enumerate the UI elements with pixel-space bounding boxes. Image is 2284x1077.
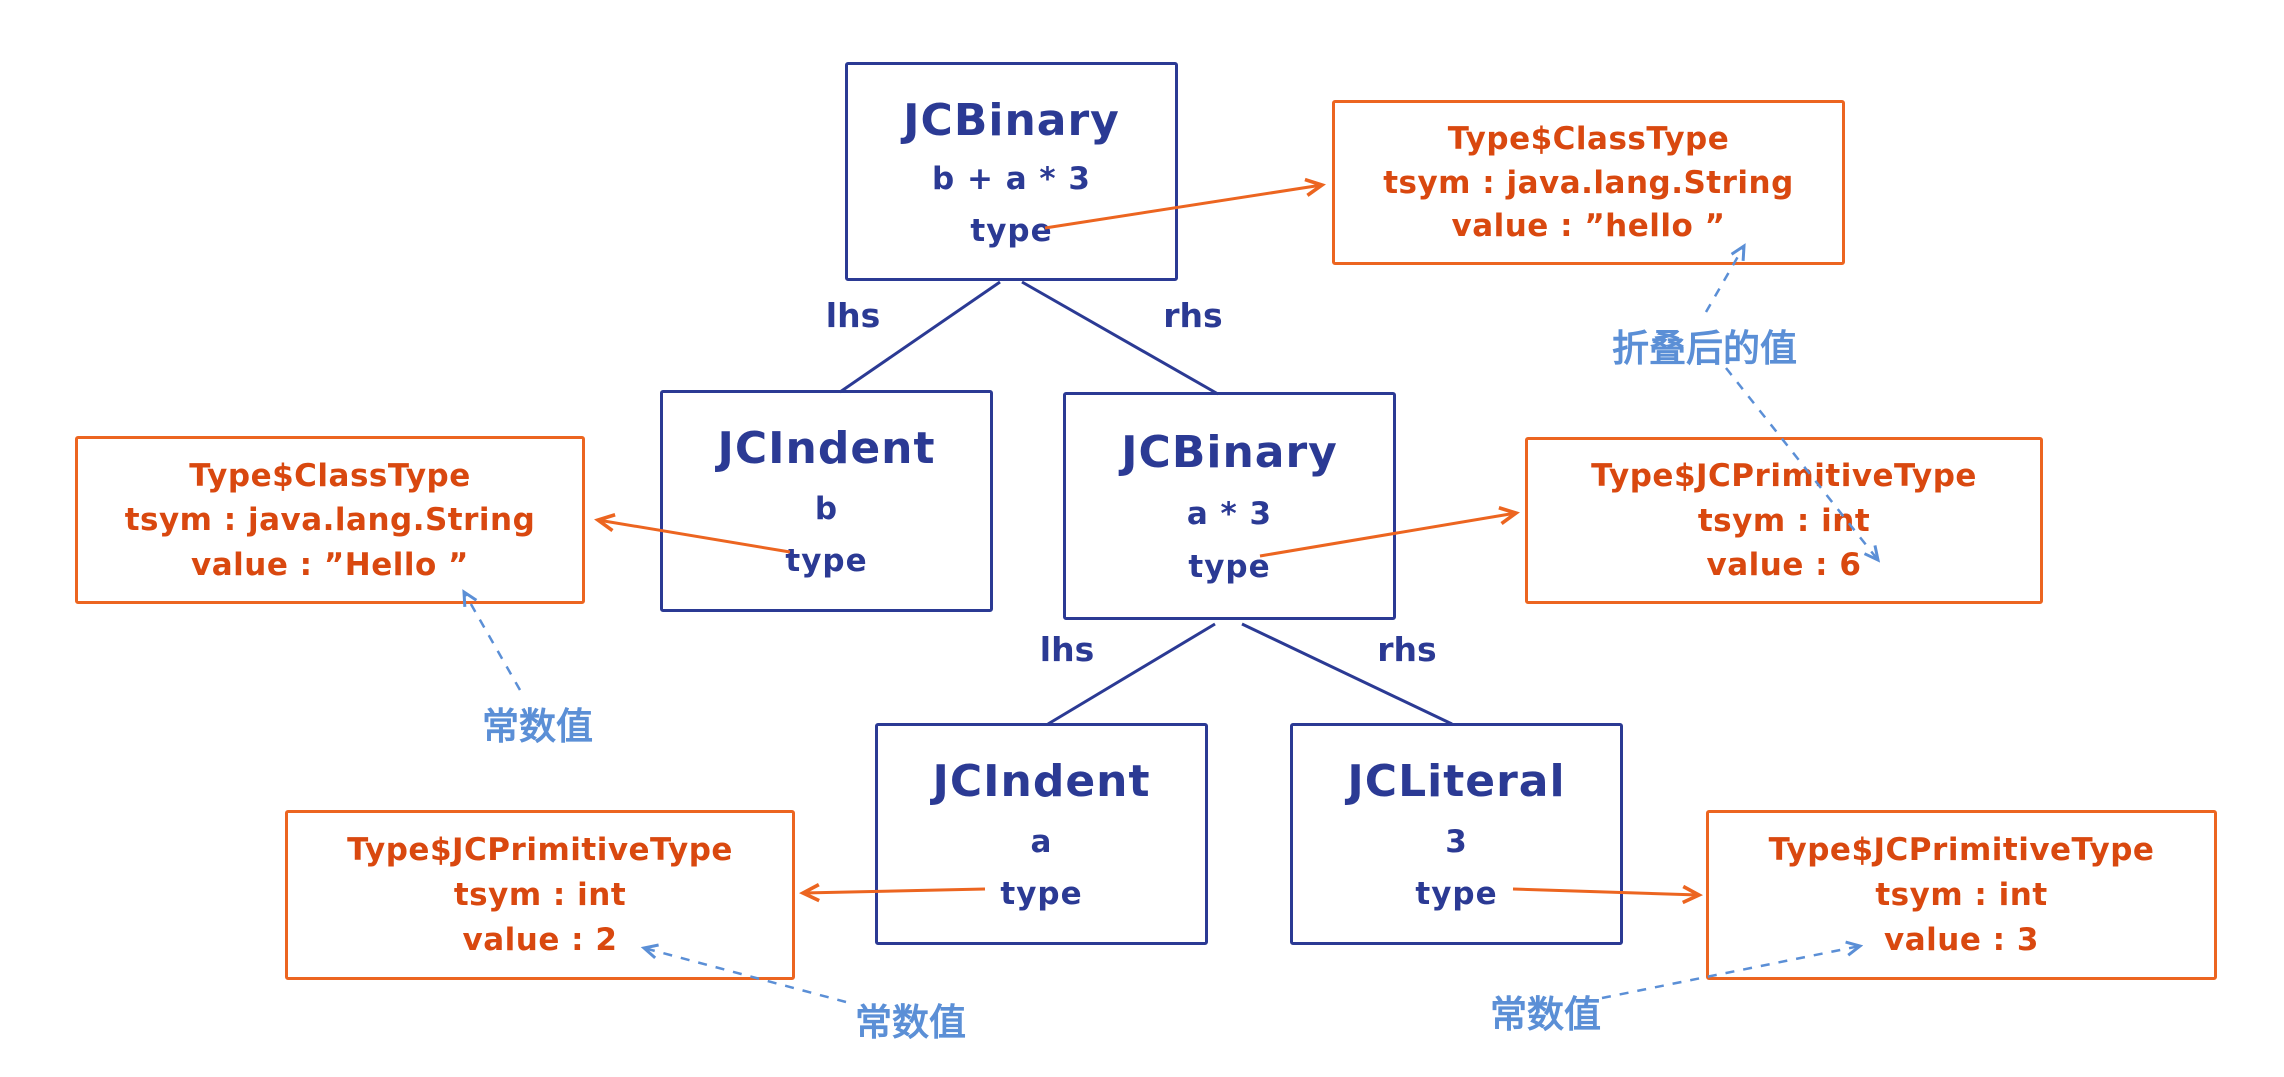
type-value: value : ”hello ” (1451, 208, 1726, 245)
type-tsym: tsym : int (1697, 502, 1871, 539)
node-expression: b (814, 490, 839, 527)
node-title: JCLiteral (1347, 756, 1566, 808)
edge-label-rhs-mid: rhs (1377, 630, 1437, 669)
edge-label-rhs-top: rhs (1163, 296, 1223, 335)
type-tsym: tsym : int (1875, 877, 2048, 913)
ast-node-jcbinary-mid: JCBinary a * 3 type (1063, 392, 1396, 620)
type-tsym: tsym : java.lang.String (124, 502, 536, 538)
ast-node-jcindent-b: JCIndent b type (660, 390, 993, 612)
ast-node-jcliteral-3: JCLiteral 3 type (1290, 723, 1623, 945)
type-title: Type$JCPrimitiveType (1591, 458, 1977, 495)
type-tsym: tsym : int (453, 877, 627, 913)
edge-label-lhs-mid: lhs (1039, 630, 1095, 669)
type-value: value : 3 (1884, 922, 2039, 958)
type-box-primitive-6: Type$JCPrimitiveType tsym : int value : … (1525, 437, 2043, 604)
node-type-field: type (970, 212, 1053, 249)
node-title: JCBinary (903, 94, 1120, 146)
type-value: value : 2 (462, 922, 618, 958)
type-title: Type$JCPrimitiveType (347, 832, 733, 868)
node-type-field: type (1415, 875, 1498, 912)
type-box-classtype-hello: Type$ClassType tsym : java.lang.String v… (1332, 100, 1845, 265)
node-expression: a (1030, 823, 1053, 860)
type-box-primitive-3: Type$JCPrimitiveType tsym : int value : … (1706, 810, 2217, 980)
node-expression: a * 3 (1186, 495, 1273, 532)
type-title: Type$ClassType (189, 457, 471, 494)
node-expression: 3 (1445, 823, 1468, 860)
type-box-classtype-hello-left: Type$ClassType tsym : java.lang.String v… (75, 436, 585, 604)
annotation-constant-bottom-right: 常数值 (1490, 993, 1601, 1036)
node-title: JCBinary (1121, 426, 1338, 478)
ast-node-jcindent-a: JCIndent a type (875, 723, 1208, 945)
node-title: JCIndent (932, 756, 1151, 808)
annotation-folded-value: 折叠后的值 (1612, 327, 1797, 370)
node-title: JCIndent (717, 423, 936, 475)
type-box-primitive-2: Type$JCPrimitiveType tsym : int value : … (285, 810, 795, 980)
type-value: value : 6 (1706, 546, 1862, 583)
node-expression: b + a * 3 (931, 161, 1092, 197)
type-tsym: tsym : java.lang.String (1383, 164, 1794, 201)
type-title: Type$JCPrimitiveType (1768, 832, 2155, 868)
node-type-field: type (1188, 549, 1271, 586)
edge-label-lhs-top: lhs (825, 296, 881, 335)
type-title: Type$ClassType (1447, 120, 1730, 157)
annotation-constant-left: 常数值 (482, 705, 593, 748)
node-type-field: type (1000, 875, 1083, 912)
ast-node-jcbinary-root: JCBinary b + a * 3 type (845, 62, 1178, 281)
dashed-arrow-constant-to-hello-left (462, 589, 522, 691)
type-value: value : ”Hello ” (191, 546, 469, 583)
annotation-constant-bottom-left: 常数值 (855, 1001, 966, 1044)
node-type-field: type (785, 542, 868, 579)
